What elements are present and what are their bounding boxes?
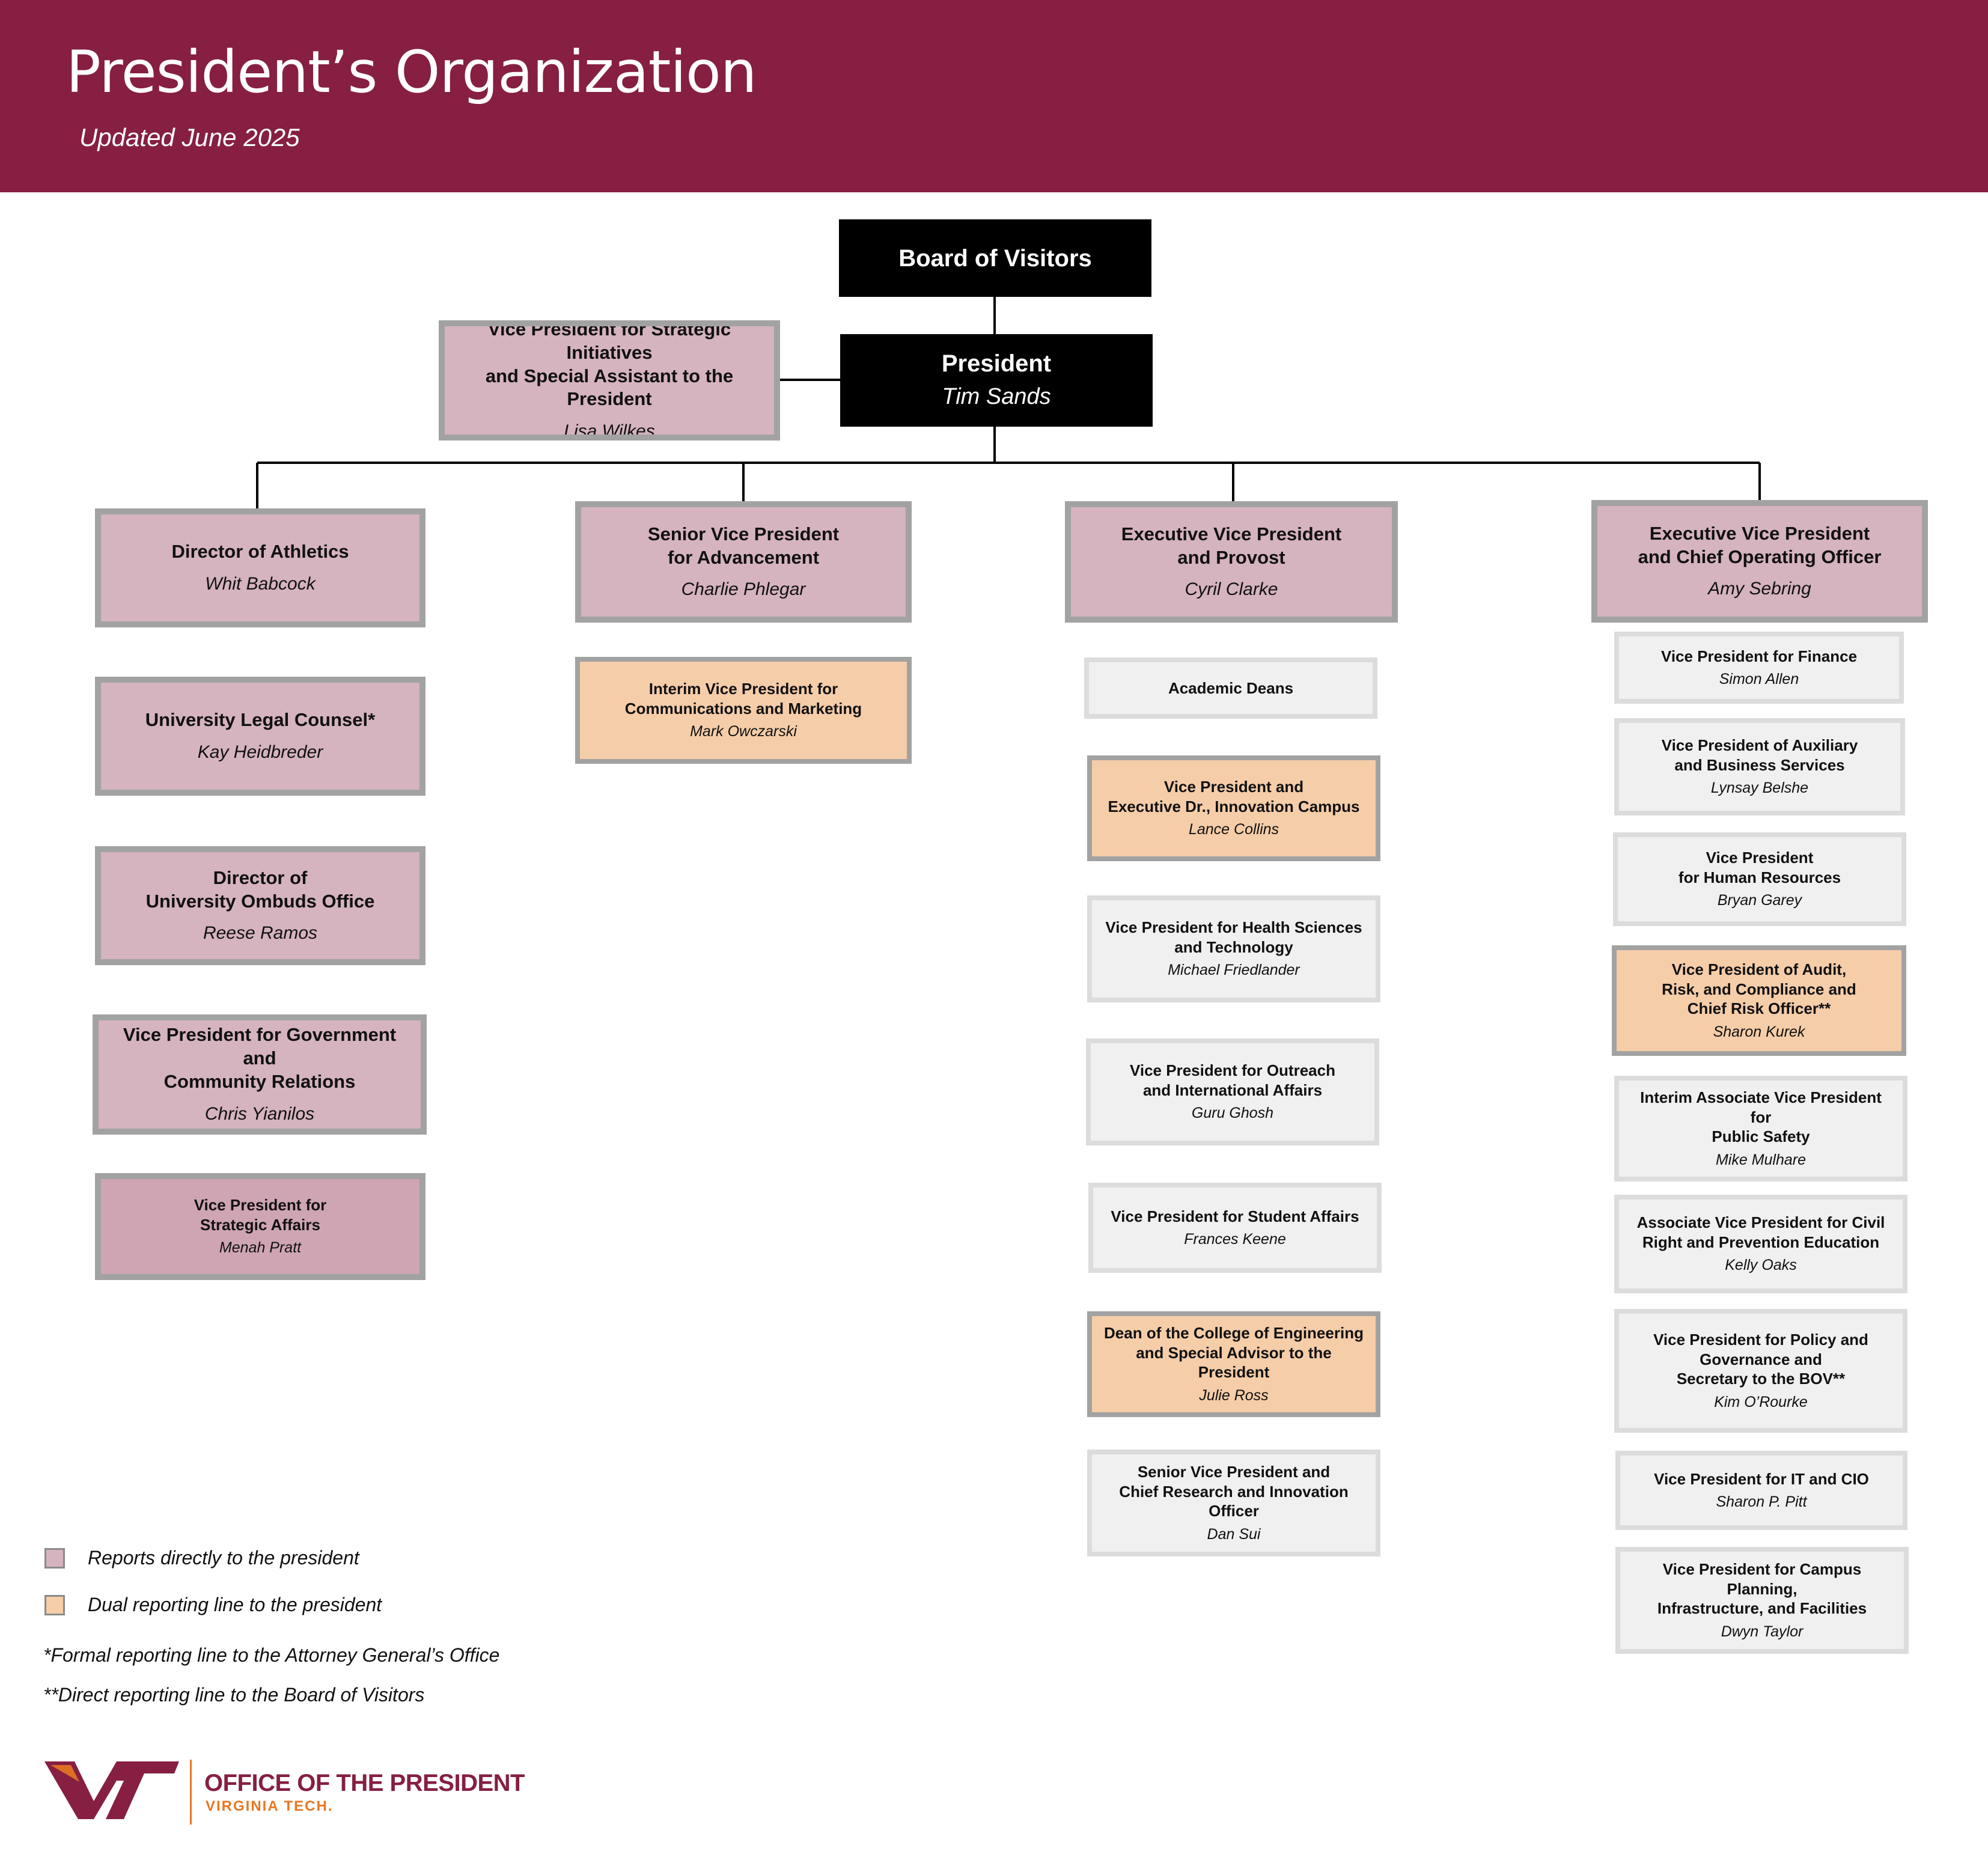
provost-name: Cyril Clarke	[1185, 579, 1278, 600]
engineering-dean-box: Dean of the College of Engineering and S…	[1087, 1311, 1380, 1417]
legend-swatch-dual	[44, 1595, 65, 1615]
coo-title: Executive Vice President and Chief Opera…	[1638, 522, 1882, 567]
government-relations-title: Vice President for Government and Commun…	[123, 1024, 397, 1092]
campus-planning-title: Vice President for Campus Planning, Infr…	[1657, 1560, 1867, 1617]
legend-label-dual: Dual reporting line to the president	[88, 1594, 382, 1615]
logo-university-text: VIRGINIA TECH.	[206, 1798, 334, 1814]
auxiliary-services-box: Vice President of Auxiliary and Business…	[1614, 718, 1905, 816]
academic-deans-title: Academic Deans	[1168, 678, 1294, 697]
strategic-initiatives-name: Lisa Wilkes	[564, 421, 655, 441]
audit-risk-title: Vice President of Audit, Risk, and Compl…	[1662, 960, 1856, 1017]
campus-planning-name: Dwyn Taylor	[1721, 1623, 1804, 1640]
engineering-dean-name: Julie Ross	[1199, 1386, 1269, 1404]
president-name: Tim Sands	[942, 384, 1051, 410]
finance-box: Vice President for Finance Simon Allen	[1614, 632, 1904, 704]
strategic-initiatives-box: Vice President for Strategic Initiatives…	[439, 320, 780, 441]
outreach-title: Vice President for Outreach and Internat…	[1130, 1061, 1335, 1099]
page-title: President’s Organization	[66, 38, 757, 106]
ombuds-box: Director of University Ombuds Office Ree…	[95, 846, 425, 965]
student-affairs-box: Vice President for Student Affairs Franc…	[1088, 1183, 1382, 1273]
president-title: President	[941, 350, 1052, 377]
innovation-campus-name: Lance Collins	[1188, 821, 1279, 838]
civil-rights-title: Associate Vice President for Civil Right…	[1636, 1213, 1885, 1251]
communications-title: Interim Vice President for Communication…	[624, 680, 862, 718]
vt-logo-icon	[44, 1761, 179, 1819]
strategic-affairs-name: Menah Pratt	[219, 1239, 302, 1257]
advancement-title: Senior Vice President for Advancement	[647, 523, 840, 568]
outreach-box: Vice President for Outreach and Internat…	[1086, 1038, 1379, 1145]
campus-planning-box: Vice President for Campus Planning, Infr…	[1615, 1547, 1909, 1654]
logo-office-text: OFFICE OF THE PRESIDENT	[204, 1770, 525, 1796]
public-safety-title: Interim Associate Vice President for Pub…	[1640, 1088, 1882, 1145]
communications-name: Mark Owczarski	[690, 723, 797, 740]
page-subtitle: Updated June 2025	[79, 123, 300, 151]
health-sciences-name: Michael Friedlander	[1168, 962, 1300, 979]
audit-risk-name: Sharon Kurek	[1713, 1023, 1805, 1040]
ombuds-name: Reese Ramos	[203, 923, 318, 944]
it-cio-name: Sharon P. Pitt	[1716, 1493, 1807, 1510]
public-safety-name: Mike Mulhare	[1715, 1151, 1807, 1168]
human-resources-title: Vice President for Human Resources	[1678, 849, 1841, 886]
research-innovation-box: Senior Vice President and Chief Research…	[1087, 1450, 1380, 1557]
civil-rights-name: Kelly Oaks	[1725, 1257, 1797, 1274]
coo-name: Amy Sebring	[1708, 579, 1811, 599]
coo-box: Executive Vice President and Chief Opera…	[1591, 500, 1928, 623]
health-sciences-title: Vice President for Health Sciences and T…	[1105, 918, 1362, 956]
footnote-board-of-visitors: **Direct reporting line to the Board of …	[43, 1684, 425, 1706]
provost-title: Executive Vice President and Provost	[1121, 523, 1342, 568]
research-innovation-title: Senior Vice President and Chief Research…	[1119, 1463, 1349, 1520]
logo-divider	[190, 1760, 192, 1825]
outreach-name: Guru Ghosh	[1191, 1105, 1274, 1122]
policy-governance-box: Vice President for Policy and Governance…	[1614, 1309, 1907, 1433]
athletics-name: Whit Babcock	[205, 573, 316, 594]
finance-title: Vice President for Finance	[1660, 647, 1858, 665]
athletics-box: Director of Athletics Whit Babcock	[95, 508, 425, 627]
public-safety-box: Interim Associate Vice President for Pub…	[1614, 1076, 1907, 1182]
it-cio-box: Vice President for IT and CIO Sharon P. …	[1615, 1451, 1907, 1530]
communications-box: Interim Vice President for Communication…	[575, 657, 912, 764]
auxiliary-services-title: Vice President of Auxiliary and Business…	[1661, 736, 1858, 774]
board-of-visitors-box: Board of Visitors	[839, 219, 1151, 297]
advancement-name: Charlie Phlegar	[681, 579, 806, 600]
provost-box: Executive Vice President and Provost Cyr…	[1065, 501, 1398, 623]
footnote-attorney-general: *Formal reporting line to the Attorney G…	[43, 1644, 500, 1666]
policy-governance-name: Kim O’Rourke	[1714, 1393, 1808, 1410]
human-resources-box: Vice President for Human Resources Bryan…	[1613, 832, 1906, 926]
ombuds-title: Director of University Ombuds Office	[145, 867, 375, 912]
finance-name: Simon Allen	[1719, 671, 1799, 688]
research-innovation-name: Dan Sui	[1207, 1525, 1261, 1543]
legal-counsel-box: University Legal Counsel* Kay Heidbreder	[95, 677, 425, 796]
policy-governance-title: Vice President for Policy and Governance…	[1653, 1331, 1868, 1388]
audit-risk-box: Vice President of Audit, Risk, and Compl…	[1612, 945, 1906, 1056]
engineering-dean-title: Dean of the College of Engineering and S…	[1104, 1324, 1364, 1381]
student-affairs-title: Vice President for Student Affairs	[1111, 1207, 1359, 1225]
it-cio-title: Vice President for IT and CIO	[1654, 1469, 1869, 1488]
student-affairs-name: Frances Keene	[1184, 1231, 1286, 1248]
auxiliary-services-name: Lynsay Belshe	[1710, 779, 1809, 797]
legend-label-direct: Reports directly to the president	[88, 1547, 359, 1569]
board-of-visitors-title: Board of Visitors	[898, 245, 1092, 272]
academic-deans-box: Academic Deans	[1084, 657, 1377, 719]
header-banner: President’s Organization Updated June 20…	[0, 0, 1988, 192]
legend-swatch-direct	[44, 1548, 65, 1569]
human-resources-name: Bryan Garey	[1717, 892, 1802, 909]
president-box: President Tim Sands	[840, 334, 1153, 427]
legal-counsel-title: University Legal Counsel*	[145, 709, 376, 731]
advancement-box: Senior Vice President for Advancement Ch…	[575, 501, 912, 623]
government-relations-box: Vice President for Government and Commun…	[93, 1014, 427, 1135]
athletics-title: Director of Athletics	[171, 541, 349, 563]
strategic-initiatives-title: Vice President for Strategic Initiatives…	[485, 320, 734, 410]
legal-counsel-name: Kay Heidbreder	[197, 742, 323, 762]
innovation-campus-box: Vice President and Executive Dr., Innova…	[1087, 755, 1380, 861]
innovation-campus-title: Vice President and Executive Dr., Innova…	[1108, 778, 1360, 816]
strategic-affairs-box: Vice President for Strategic Affairs Men…	[95, 1173, 425, 1280]
government-relations-name: Chris Yianilos	[204, 1103, 315, 1124]
health-sciences-box: Vice President for Health Sciences and T…	[1087, 895, 1380, 1002]
strategic-affairs-title: Vice President for Strategic Affairs	[194, 1196, 327, 1234]
civil-rights-box: Associate Vice President for Civil Right…	[1614, 1195, 1907, 1293]
